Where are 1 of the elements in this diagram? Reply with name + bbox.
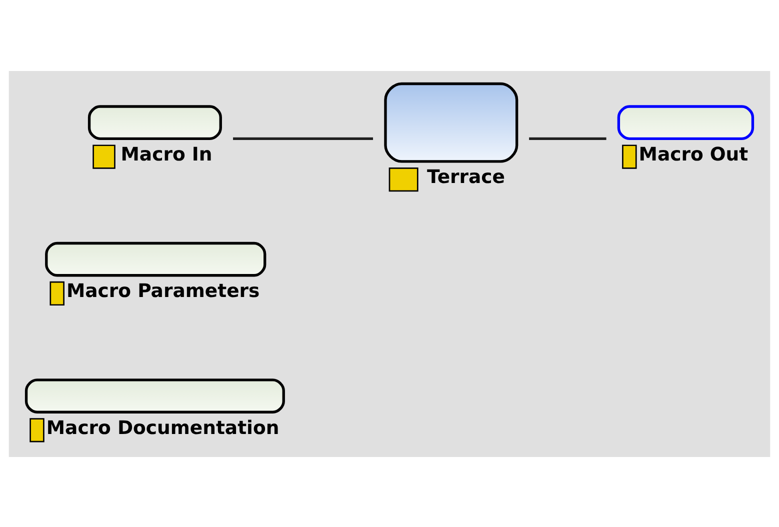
connector (233, 136, 374, 140)
